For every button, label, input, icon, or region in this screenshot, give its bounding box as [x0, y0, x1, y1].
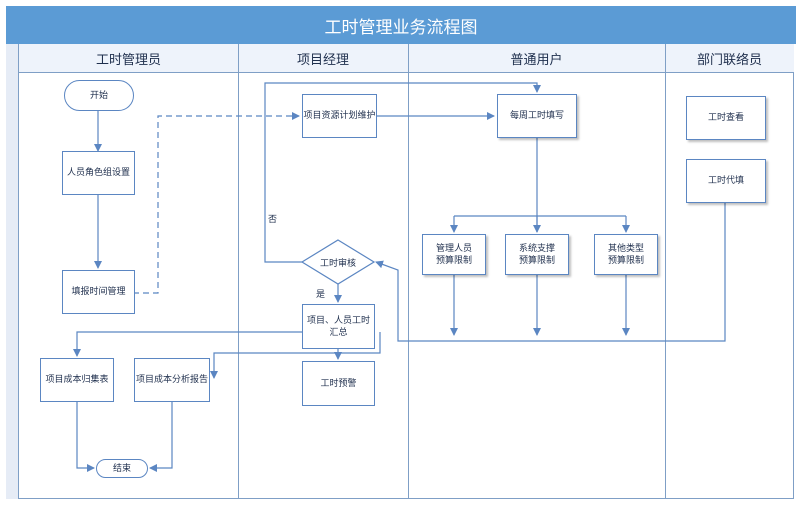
- review-decision-diamond: [300, 239, 376, 285]
- other-budget-node: 其他类型预算限制: [594, 234, 658, 275]
- lane-title-project-manager: 项目经理: [296, 53, 349, 68]
- weekly-time-fill-node: 每周工时填写: [497, 94, 577, 138]
- role-group-setup-node: 人员角色组设置: [62, 151, 135, 195]
- edge-collector-to-review: [375, 203, 726, 342]
- edge-summary-table-to-end: [76, 402, 95, 472]
- lane-divider: [408, 44, 409, 499]
- fill-time-management-node: 填报时间管理: [62, 270, 135, 314]
- system-budget-line2: 预算限制: [518, 255, 555, 266]
- mgmt-budget-node: 管理人员预算限制: [422, 234, 486, 275]
- start-node: 开始: [64, 80, 134, 111]
- mgmt-budget-line2: 预算限制: [435, 255, 472, 266]
- other-budget-line1: 其他类型: [607, 243, 644, 254]
- time-proxy-fill-node: 工时代填: [686, 159, 766, 203]
- end-node: 结束: [96, 459, 148, 478]
- other-budget-line2: 预算限制: [607, 255, 644, 266]
- cost-analysis-report-node: 项目成本分析报告: [134, 358, 210, 402]
- lane-title-time-admin: 工时管理员: [95, 53, 161, 68]
- lane-divider: [238, 44, 239, 499]
- time-alert-node: 工时预警: [302, 361, 375, 406]
- edge-review-no-loop: [264, 82, 541, 263]
- cost-summary-table-node: 项目成本归集表: [40, 358, 114, 402]
- edge-report-to-end: [149, 402, 173, 472]
- swimlane-left-strip: [6, 44, 19, 499]
- lane-divider: [665, 44, 666, 499]
- resource-plan-node: 项目资源计划维护: [302, 94, 377, 138]
- lane-title-dept-liaison: 部门联络员: [696, 53, 762, 68]
- mgmt-budget-line1: 管理人员: [435, 243, 472, 254]
- edge-summary-to-report: [210, 332, 381, 379]
- edge-fill-to-resource-plan: [133, 112, 300, 294]
- time-view-node: 工时查看: [686, 96, 766, 140]
- review-label: 工时审核: [319, 258, 356, 269]
- system-budget-line1: 系统支撑: [518, 243, 555, 254]
- swimlane-header-row: [19, 44, 794, 73]
- diagram-title: 工时管理业务流程图: [6, 6, 796, 44]
- edge-summary-to-cost-table: [73, 331, 302, 357]
- project-summary-node: 项目、人员工时汇总: [302, 304, 375, 349]
- edge-label-no: 否: [268, 215, 278, 225]
- edge-label-yes: 是: [316, 290, 326, 300]
- system-budget-node: 系统支撑预算限制: [505, 234, 569, 275]
- lane-title-regular-user: 普通用户: [510, 53, 563, 68]
